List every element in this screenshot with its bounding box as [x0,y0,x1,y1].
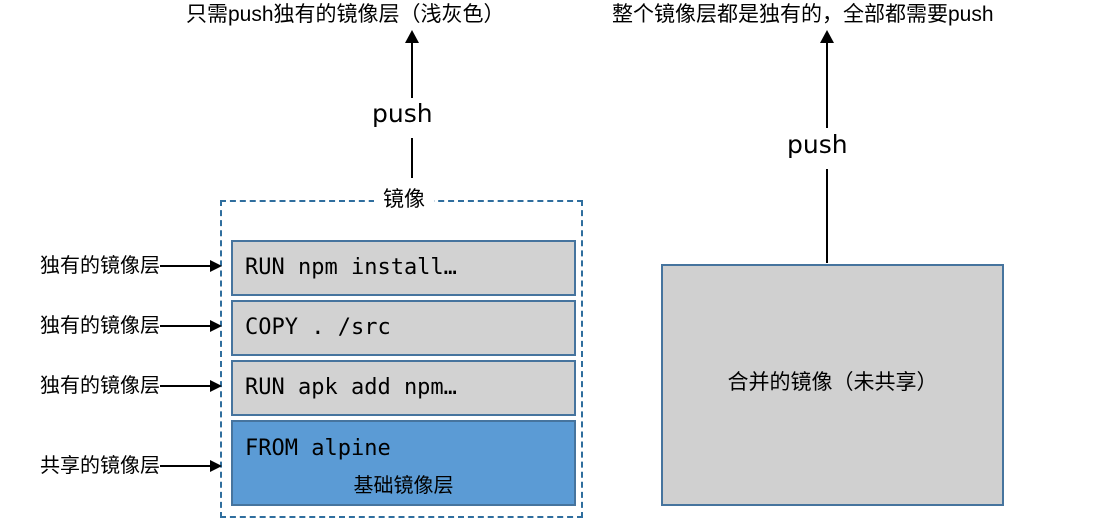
push-arrow-left-upper-shaft [411,42,413,98]
push-arrow-left-arrowhead-icon [405,30,419,43]
layer-callout-arrowhead-icon [210,380,222,392]
layer-callout: 独有的镜像层 [0,374,222,398]
base-image-layer-box[interactable]: FROM alpine 基础镜像层 [231,420,576,506]
image-layer-box[interactable]: RUN npm install… [231,240,576,296]
layer-callout-arrowhead-icon [210,260,222,272]
image-layer-command: RUN apk add npm… [245,375,457,400]
merged-image-box[interactable]: 合并的镜像（未共享） [661,264,1004,506]
image-layer-command: RUN npm install… [245,255,457,280]
base-image-layer-command: FROM alpine [245,436,391,461]
base-layer-callout: 共享的镜像层 [0,454,222,478]
image-layer-box[interactable]: RUN apk add npm… [231,360,576,416]
image-container-label: 镜像 [374,188,434,212]
right-diagram-title: 整个镜像层都是独有的，全部都需要push [612,3,994,26]
layer-callout-label: 独有的镜像层 [40,255,160,277]
base-layer-callout-arrowhead-icon [210,460,222,472]
push-label-left: push [372,99,433,128]
layer-callout-arrow-shaft [160,265,210,267]
base-layer-callout-arrow-shaft [160,465,210,467]
image-layer-box[interactable]: COPY . /src [231,300,576,356]
push-arrow-right-lower-shaft [826,169,828,263]
layer-callout-arrow-shaft [160,325,210,327]
layer-callout-arrowhead-icon [210,320,222,332]
push-arrow-left-lower-shaft [411,138,413,178]
layer-callout-arrow-shaft [160,385,210,387]
push-arrow-right-upper-shaft [826,42,828,128]
image-layer-command: COPY . /src [245,315,391,340]
push-label-right: push [787,130,848,159]
layer-callout: 独有的镜像层 [0,314,222,338]
layer-callout-label: 独有的镜像层 [40,375,160,397]
layer-callout: 独有的镜像层 [0,254,222,278]
base-image-layer-sublabel: 基础镜像层 [353,475,454,497]
merged-image-label: 合并的镜像（未共享） [727,371,938,394]
base-layer-callout-label: 共享的镜像层 [40,455,160,477]
push-arrow-right-arrowhead-icon [820,30,834,43]
left-diagram-title: 只需push独有的镜像层（浅灰色） [186,3,505,26]
layer-callout-label: 独有的镜像层 [40,315,160,337]
